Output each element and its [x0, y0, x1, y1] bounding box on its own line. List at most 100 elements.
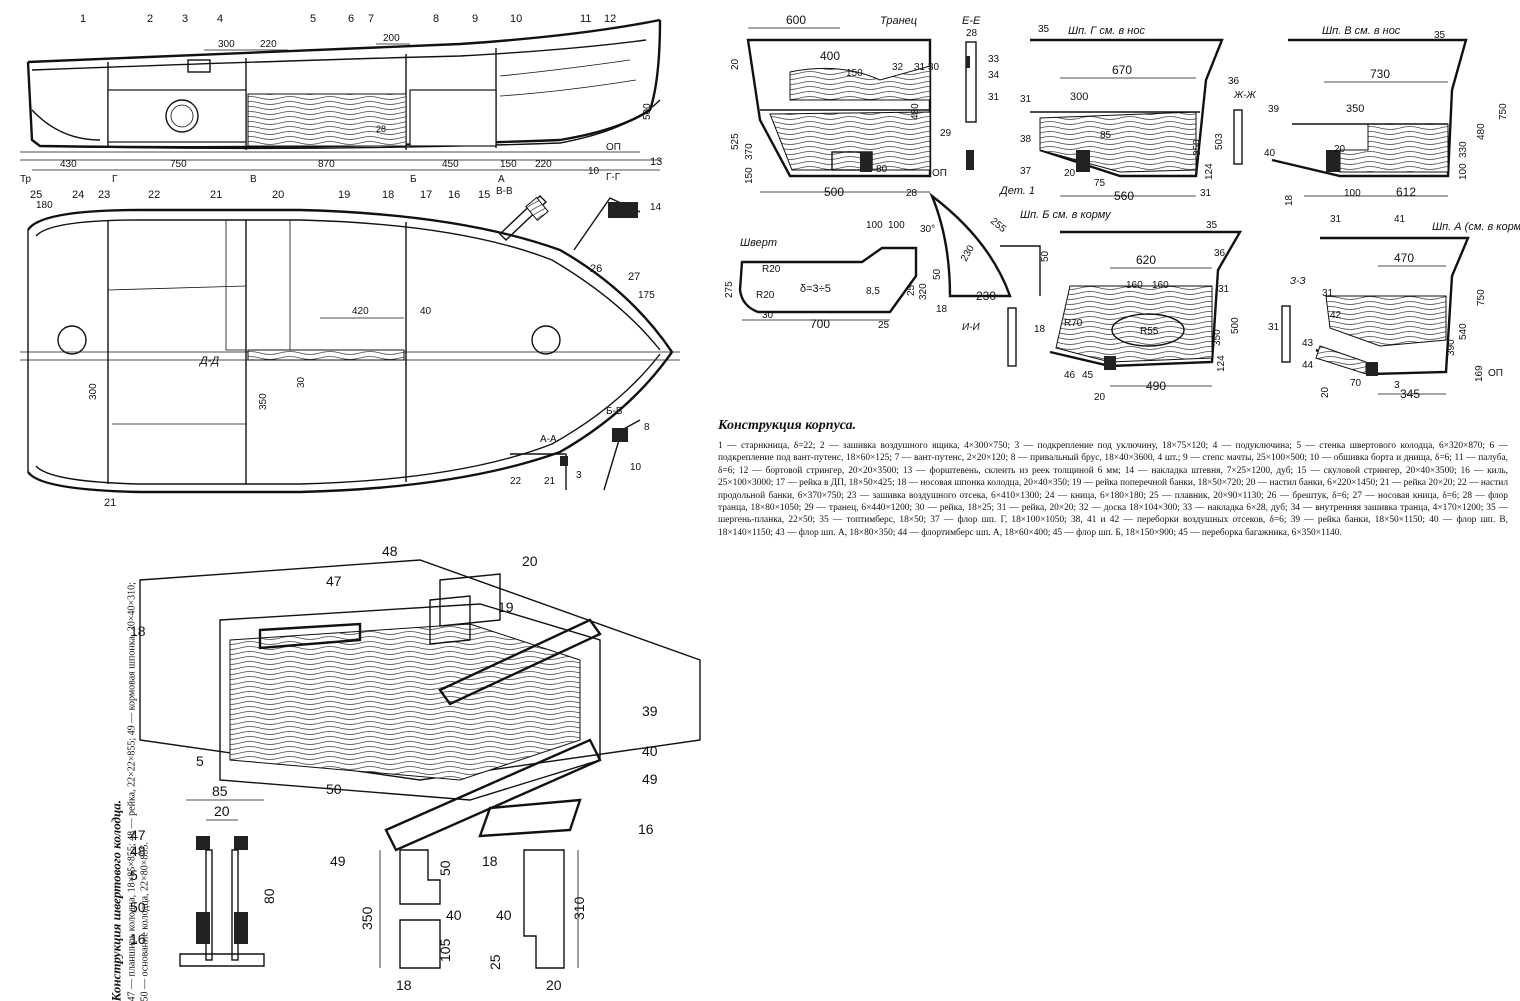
dim-label: 180	[36, 200, 53, 211]
section-label: А-А	[540, 434, 557, 445]
dim-label: 300	[88, 383, 99, 400]
part-number: 47	[326, 573, 342, 589]
part-number: 3	[576, 470, 582, 481]
part-number: 49	[330, 853, 346, 869]
section-label: З-З	[1290, 276, 1306, 287]
section-gg: Г-Г 10 14	[573, 166, 662, 251]
station-label: В	[250, 174, 257, 185]
section-aa: А-А 22 21 3	[510, 434, 582, 490]
part-number: 10	[510, 13, 522, 25]
part-number: 18	[482, 853, 498, 869]
part-number: 5	[196, 753, 204, 769]
dim-label: 420	[352, 306, 369, 317]
dim-label: 28	[966, 28, 978, 39]
section-label: В-В	[496, 186, 513, 197]
section-label: ОП	[606, 142, 621, 153]
dim-label: R55	[1140, 326, 1159, 337]
part-number: 31	[988, 92, 1000, 103]
part-number: 31	[1330, 214, 1342, 225]
part-number: 35	[1206, 220, 1218, 231]
part-number: 39	[1268, 104, 1280, 115]
part-number: 37	[1020, 166, 1032, 177]
hull-caption: Конструкция корпуса. 1 — старнкница, δ=2…	[718, 418, 1508, 539]
dim-label: 85	[1100, 130, 1112, 141]
part-number: 3	[182, 13, 188, 25]
dim-label: R70	[1064, 318, 1083, 329]
dim-label: 28	[376, 124, 386, 134]
section-label: Е-Е	[962, 15, 981, 27]
part-number: 20	[522, 553, 538, 569]
dim-label: 345	[1400, 387, 1420, 401]
dim-label: 25	[906, 284, 917, 296]
dim-label: 620	[1136, 253, 1156, 267]
frame-v-view: 730 350 20 100 612 480 330 100 750 18 Шп…	[1264, 25, 1509, 225]
part-number: 15	[478, 189, 490, 201]
dim-label: 20	[214, 803, 230, 819]
station-label: Б	[410, 174, 417, 185]
dim-label: 30°	[920, 224, 935, 235]
part-number: 38	[1020, 134, 1032, 145]
dim-label: 40	[446, 907, 462, 923]
dim-label: 100	[1344, 188, 1361, 199]
part-number: 10	[630, 462, 642, 473]
part-number: 25	[30, 189, 42, 201]
dim-label: 540	[1458, 323, 1469, 340]
part-number: 40	[642, 743, 658, 759]
part-number: 31	[914, 62, 926, 73]
dim-label: 230	[959, 243, 977, 263]
dim-label: 480	[1476, 123, 1487, 140]
dim-label: 220	[260, 39, 277, 50]
section-label: Тр	[20, 174, 32, 185]
dim-label: 80	[876, 164, 888, 175]
dim-label: 500	[824, 185, 844, 199]
part-number: 16	[448, 189, 460, 201]
part-number: 1	[80, 13, 86, 25]
part-number: 21	[544, 476, 556, 487]
dim-label: 20	[1064, 168, 1076, 179]
dim-label: 160	[1126, 280, 1143, 291]
part-number: 31	[1268, 322, 1280, 333]
section-label: Дет. 1	[998, 185, 1035, 197]
dim-label: 85	[212, 783, 228, 799]
dim-label: 300	[1070, 91, 1088, 103]
dim-label: 25	[878, 320, 890, 331]
part-number: 41	[1394, 214, 1406, 225]
part-number: 23	[98, 189, 110, 201]
isometric-well-view: 47 48 20 19 18 5 39 40 49 50 16	[130, 543, 701, 852]
dim-label: 730	[1370, 67, 1390, 81]
part-number: 14	[650, 202, 662, 213]
part-number: 16	[130, 931, 146, 947]
part-number: 21	[104, 497, 116, 509]
dim-label: 105	[437, 938, 453, 962]
part-number: 49	[642, 771, 658, 787]
dim-label: 50	[932, 268, 943, 280]
part-number: 36	[1228, 76, 1240, 87]
part-number: 46	[1064, 370, 1076, 381]
well-caption-text: 47 — планширь колодца, 18×85×855; 48 — р…	[126, 582, 151, 1001]
section-label: Шп. А (см. в корму)	[1432, 221, 1520, 233]
part-number: 4	[217, 13, 223, 25]
part-number: 12	[604, 13, 616, 25]
part-number: 30	[928, 62, 940, 73]
part-number: 20	[272, 189, 284, 201]
dim-label: 400	[820, 49, 840, 63]
part-number: 10	[588, 166, 600, 177]
dim-label: 330	[1458, 141, 1469, 158]
part-number: 26	[590, 263, 602, 275]
part-number: 31	[1322, 288, 1334, 299]
dim-label: 20	[730, 58, 741, 70]
part-number: 48	[382, 543, 398, 559]
dim-label: 480	[910, 103, 921, 120]
dim-label: 40	[496, 907, 512, 923]
frame-g-view: 670 300 85 20 75 560 503 350 124 Шп. Г с…	[1020, 24, 1257, 203]
dim-label: R20	[762, 264, 781, 275]
dim-label: 230	[976, 289, 996, 303]
dim-label: 150	[500, 159, 517, 170]
well-caption-title: Конструкция швертового колодца.	[108, 800, 124, 1001]
dim-label: 350	[1346, 103, 1364, 115]
dim-label: 310	[571, 896, 587, 920]
part-number: 31	[1020, 94, 1032, 105]
part-number: 50	[130, 899, 146, 915]
dim-label: 350	[258, 393, 269, 410]
dim-label: 70	[1350, 378, 1362, 389]
